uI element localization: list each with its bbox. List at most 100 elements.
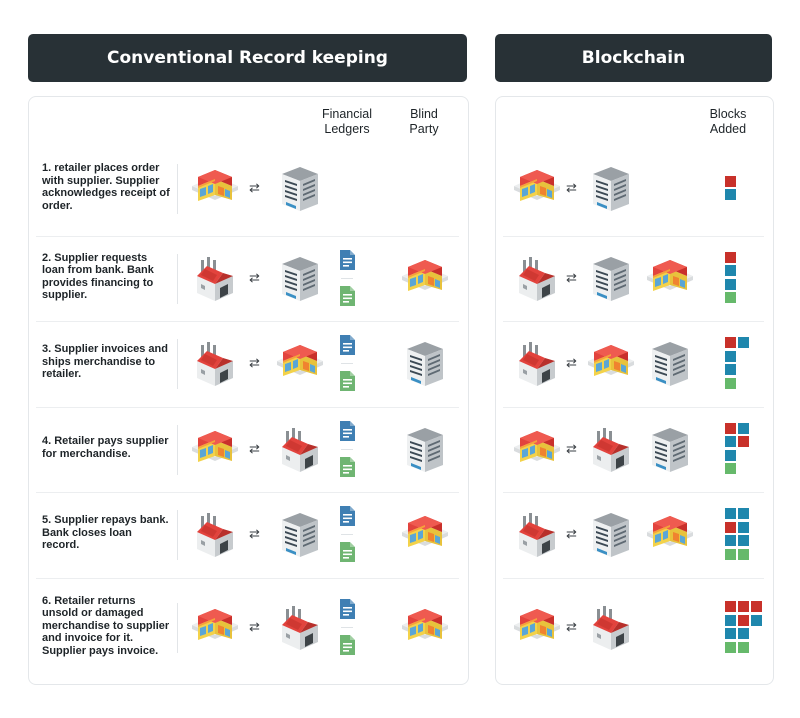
blockchain-header-title: Blockchain bbox=[581, 48, 686, 68]
step-text-divider bbox=[177, 164, 178, 214]
chain-block-blue bbox=[725, 449, 736, 461]
conventional-header-title: Conventional Record keeping bbox=[107, 48, 388, 68]
sync-arrows-icon: ⇄ bbox=[249, 269, 260, 285]
row-divider bbox=[503, 321, 764, 322]
step-text-divider bbox=[177, 424, 178, 475]
chain-block-blue bbox=[738, 535, 749, 546]
conventional-header: Conventional Record keeping bbox=[28, 34, 467, 82]
sync-arrows-icon: ⇄ bbox=[566, 355, 577, 370]
chain-block-red bbox=[738, 601, 749, 612]
blockchain-header: Blockchain bbox=[495, 34, 772, 82]
store-icon bbox=[190, 166, 240, 212]
chain-block-red bbox=[725, 521, 736, 533]
row-divider bbox=[36, 492, 459, 493]
office-building-icon bbox=[278, 164, 322, 214]
office-building-icon bbox=[589, 164, 633, 214]
chain-block-blue bbox=[738, 337, 749, 348]
factory-icon bbox=[589, 603, 633, 653]
chain-block-green bbox=[725, 548, 736, 560]
office-building-icon bbox=[403, 339, 447, 389]
chain-block-red bbox=[725, 337, 736, 348]
chain-block-green bbox=[738, 641, 749, 653]
ledger-divider bbox=[341, 534, 353, 535]
store-icon bbox=[586, 341, 636, 387]
store-icon bbox=[400, 256, 450, 302]
factory-icon bbox=[278, 603, 322, 653]
sync-arrows-icon: ⇄ bbox=[249, 619, 260, 634]
store-icon bbox=[645, 256, 695, 302]
row-divider bbox=[503, 578, 764, 579]
chain-block-blue bbox=[725, 508, 736, 519]
step-text-divider bbox=[177, 253, 178, 304]
chain-block-blue bbox=[725, 350, 736, 362]
chain-block-green bbox=[725, 463, 736, 474]
sync-arrows-icon: ⇄ bbox=[249, 355, 260, 370]
office-building-icon bbox=[589, 510, 633, 560]
green-document-icon bbox=[338, 456, 356, 478]
chain-block-red bbox=[738, 436, 749, 447]
factory-icon bbox=[193, 510, 237, 560]
chain-block-green bbox=[725, 641, 736, 653]
factory-icon bbox=[589, 425, 633, 475]
row-divider bbox=[36, 578, 459, 579]
chain-block-blue bbox=[725, 614, 736, 626]
financial-ledgers-header: Financial Ledgers bbox=[321, 107, 373, 136]
store-icon bbox=[190, 605, 240, 651]
blind-party-header: Blind Party bbox=[409, 107, 439, 136]
blue-document-icon bbox=[338, 249, 356, 271]
sync-arrows-icon: ⇄ bbox=[249, 180, 260, 195]
chain-block-blue bbox=[725, 278, 736, 290]
sync-arrows-icon: ⇄ bbox=[249, 440, 260, 456]
office-building-icon bbox=[278, 254, 322, 304]
step-description: 6. Retailer returns unsold or damaged me… bbox=[42, 594, 170, 657]
chain-block-green bbox=[738, 548, 749, 560]
ledger-divider bbox=[341, 448, 353, 450]
sync-arrows-icon: ⇄ bbox=[566, 526, 577, 541]
store-icon bbox=[645, 512, 695, 558]
chain-block-blue bbox=[725, 364, 736, 375]
sync-arrows-icon: ⇄ bbox=[249, 526, 260, 541]
chain-block-blue bbox=[725, 628, 736, 639]
chain-block-red bbox=[725, 251, 736, 263]
ledger-divider bbox=[341, 363, 353, 364]
green-document-icon bbox=[338, 634, 356, 656]
row-divider bbox=[503, 236, 764, 237]
sync-arrows-icon: ⇄ bbox=[566, 619, 577, 634]
conventional-panel bbox=[28, 96, 469, 685]
step-text-divider bbox=[177, 603, 178, 653]
step-description: 1. retailer places order with supplier. … bbox=[42, 162, 170, 212]
chain-block-blue bbox=[725, 535, 736, 546]
row-divider bbox=[503, 492, 764, 493]
store-icon bbox=[400, 512, 450, 558]
chain-block-blue bbox=[751, 614, 762, 626]
blue-document-icon bbox=[338, 598, 356, 620]
chain-block-blue bbox=[738, 422, 749, 434]
factory-icon bbox=[515, 510, 559, 560]
chain-block-green bbox=[725, 292, 736, 303]
chain-block-red bbox=[725, 175, 736, 187]
store-icon bbox=[512, 605, 562, 651]
row-divider bbox=[36, 236, 459, 237]
office-building-icon bbox=[648, 339, 692, 389]
chain-block-blue bbox=[725, 265, 736, 276]
row-divider bbox=[36, 321, 459, 322]
factory-icon bbox=[515, 339, 559, 389]
row-divider bbox=[36, 407, 459, 408]
ledger-divider bbox=[341, 627, 353, 628]
chain-block-blue bbox=[725, 436, 736, 447]
factory-icon bbox=[278, 425, 322, 475]
chain-block-blue bbox=[725, 189, 736, 200]
blue-document-icon bbox=[338, 334, 356, 356]
blue-document-icon bbox=[338, 505, 356, 527]
green-document-icon bbox=[338, 541, 356, 563]
ledger-divider bbox=[341, 277, 353, 279]
chain-block-blue bbox=[738, 521, 749, 533]
blocks-added-header: Blocks Added bbox=[709, 107, 747, 136]
green-document-icon bbox=[338, 285, 356, 307]
chain-block-blue bbox=[738, 628, 749, 639]
step-description: 2. Supplier requests loan from bank. Ban… bbox=[42, 251, 154, 302]
blue-document-icon bbox=[338, 420, 356, 442]
sync-arrows-icon: ⇄ bbox=[566, 269, 577, 285]
chain-block-blue bbox=[738, 508, 749, 519]
factory-icon bbox=[515, 254, 559, 304]
